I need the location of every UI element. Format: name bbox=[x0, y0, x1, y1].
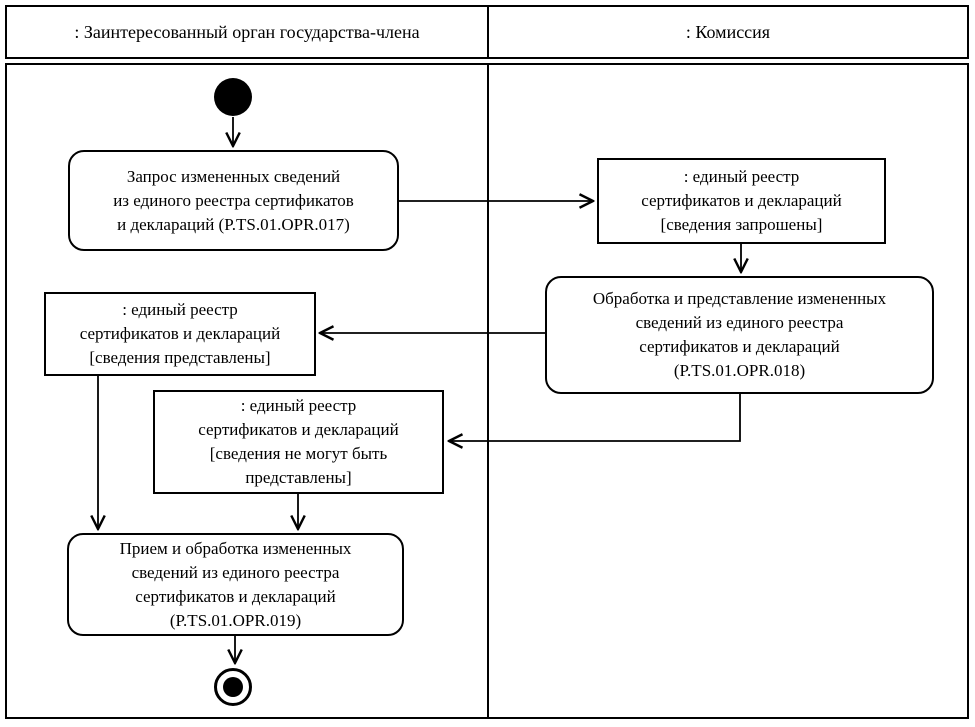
activity-019-label: Прием и обработка измененных сведений из… bbox=[119, 538, 352, 630]
activity-017-label: Запрос измененных сведений из единого ре… bbox=[113, 166, 354, 234]
object-provided-label: : единый реестр сертификатов и деклараци… bbox=[79, 300, 281, 367]
swimlane-title-commission: : Комиссия bbox=[685, 21, 771, 42]
initial-node bbox=[214, 78, 252, 116]
swimlane-header-member-state-body: : Заинтересованный орган государства-чле… bbox=[5, 5, 489, 59]
final-node-dot bbox=[223, 677, 243, 697]
object-registry-info-cannot-be-provided: : единый реестр сертификатов и деклараци… bbox=[153, 390, 444, 494]
final-node bbox=[214, 668, 252, 706]
object-requested-label: : единый реестр сертификатов и деклараци… bbox=[641, 167, 842, 234]
swimlane-title-member-state-body: : Заинтересованный орган государства-чле… bbox=[74, 21, 420, 42]
activity-request-changed-info-017: Запрос измененных сведений из единого ре… bbox=[68, 150, 399, 251]
activity-receive-and-process-019: Прием и обработка измененных сведений из… bbox=[67, 533, 404, 636]
swimlane-header-commission: : Комиссия bbox=[487, 5, 969, 59]
object-registry-info-requested: : единый реестр сертификатов и деклараци… bbox=[597, 158, 886, 244]
activity-process-and-provide-018: Обработка и представление измененных све… bbox=[545, 276, 934, 394]
object-registry-info-provided: : единый реестр сертификатов и деклараци… bbox=[44, 292, 316, 376]
activity-018-label: Обработка и представление измененных све… bbox=[592, 289, 887, 380]
object-cannot-label: : единый реестр сертификатов и деклараци… bbox=[198, 396, 399, 487]
